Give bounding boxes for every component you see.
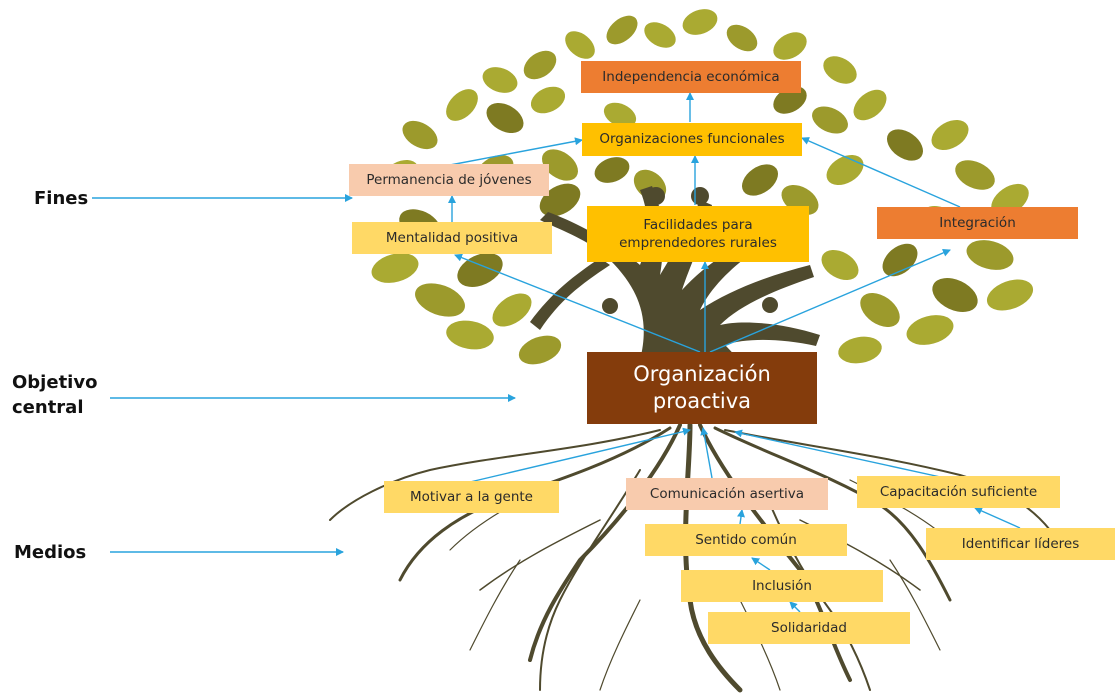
box-organizaciones-funcionales: Organizaciones funcionales	[582, 123, 802, 156]
connector-arrows	[92, 92, 1021, 613]
box-identificar-lideres: Identificar líderes	[926, 528, 1115, 560]
box-facilidades-emprendedores: Facilidades para emprendedores rurales	[587, 206, 809, 262]
box-independencia-economica: Independencia económica	[581, 61, 801, 93]
tree-trunk	[530, 186, 820, 360]
box-mentalidad-positiva: Mentalidad positiva	[352, 222, 552, 254]
label-medios: Medios	[14, 542, 87, 563]
box-solidaridad: Solidaridad	[708, 612, 910, 644]
label-objetivo-central: Objetivo central	[12, 372, 98, 419]
label-fines: Fines	[34, 188, 89, 209]
box-central-objective: Organización proactiva	[587, 352, 817, 424]
box-motivar-gente: Motivar a la gente	[384, 481, 559, 513]
box-inclusion: Inclusión	[681, 570, 883, 602]
box-integracion: Integración	[877, 207, 1078, 239]
box-comunicacion-asertiva: Comunicación asertiva	[626, 478, 828, 510]
box-sentido-comun: Sentido común	[645, 524, 847, 556]
box-permanencia-jovenes: Permanencia de jóvenes	[349, 164, 549, 196]
box-capacitacion-suficiente: Capacitación suficiente	[857, 476, 1060, 508]
